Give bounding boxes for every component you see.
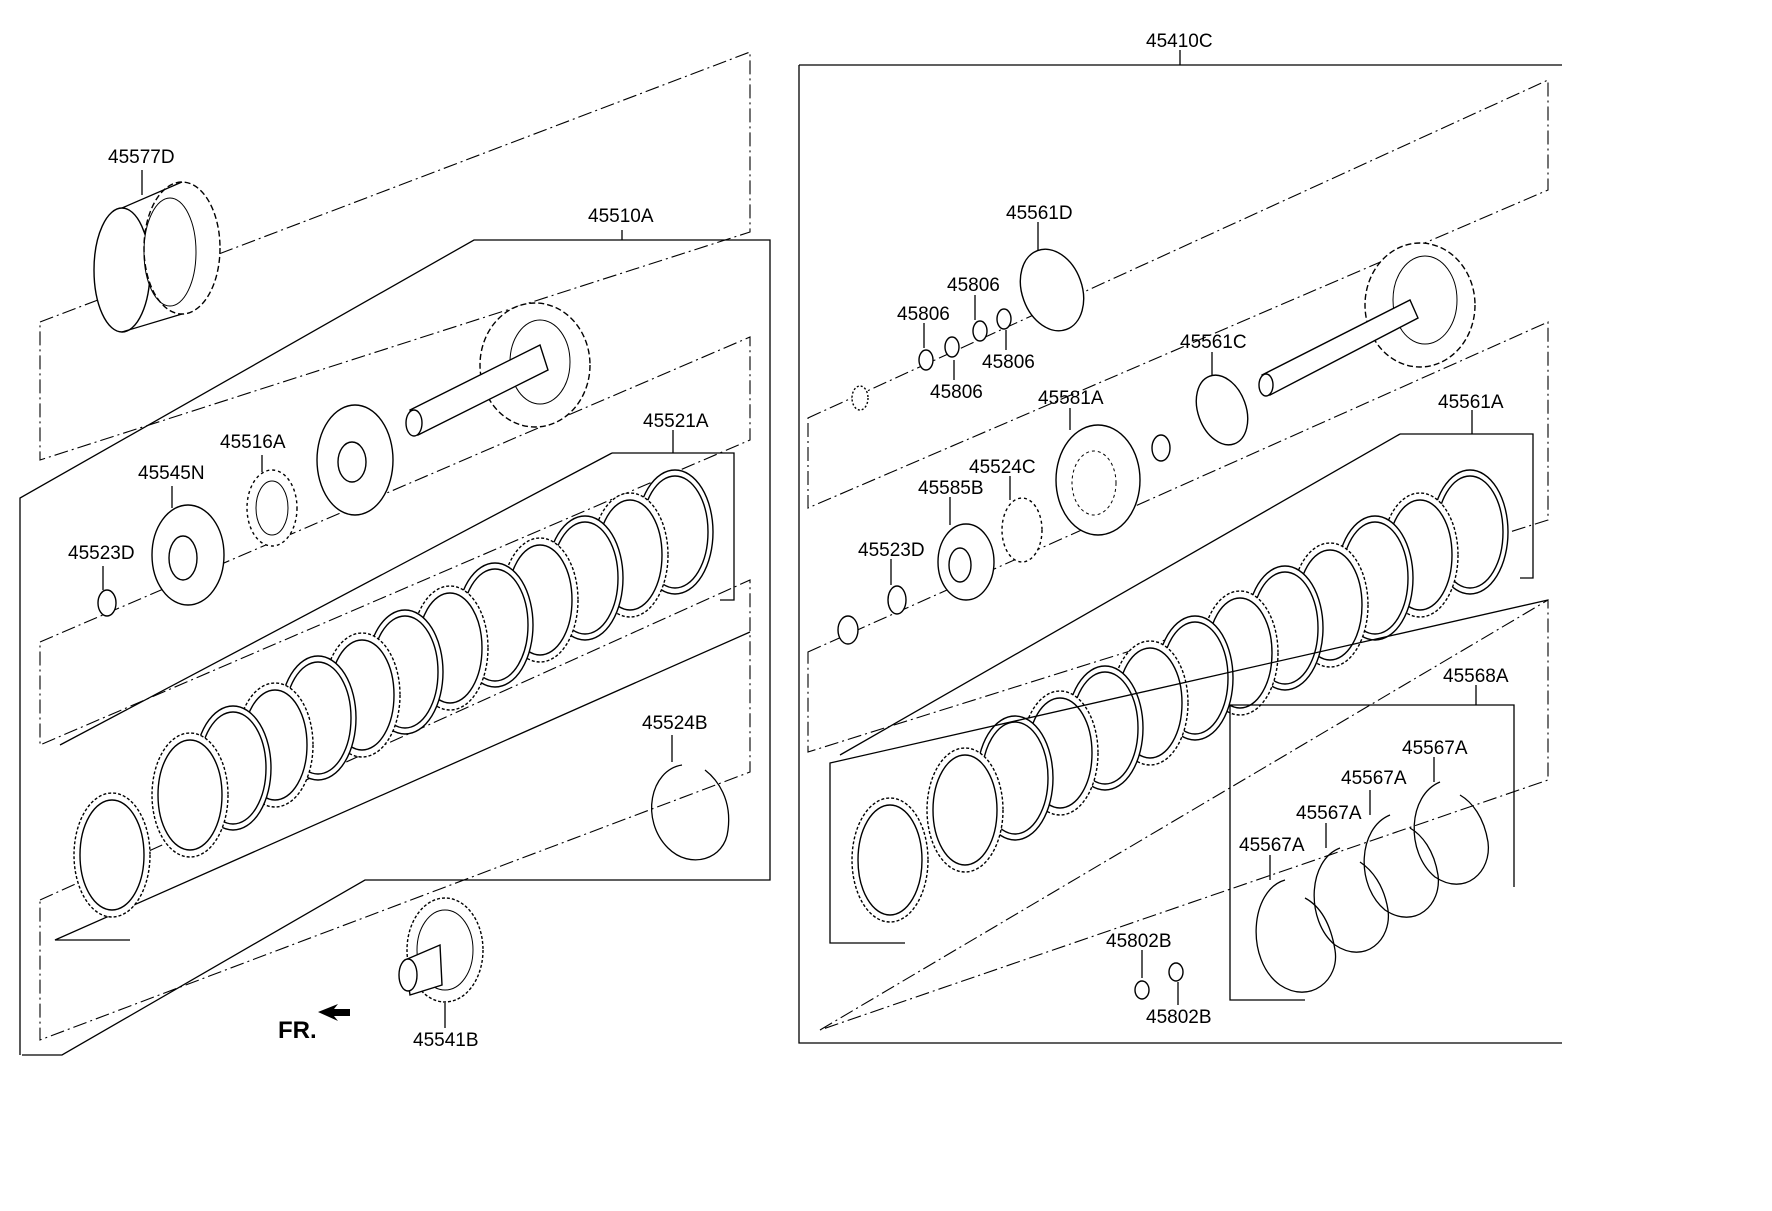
label-45567A-4: 45567A — [1239, 835, 1305, 856]
label-45806-b: 45806 — [897, 304, 950, 325]
hub-disc — [316, 404, 394, 516]
label-45545N: 45545N — [138, 463, 205, 484]
label-45567A-1: 45567A — [1402, 738, 1468, 759]
snap-rings-45567A — [1255, 781, 1489, 993]
label-45510A: 45510A — [588, 206, 654, 227]
label-45802B-2: 45802B — [1146, 1007, 1212, 1028]
drum-shaft-right — [1258, 242, 1476, 397]
label-45523D-right: 45523D — [858, 540, 925, 561]
bearing-45516A — [246, 469, 298, 547]
label-45567A-2: 45567A — [1341, 768, 1407, 789]
ring-45523D-left — [97, 589, 117, 617]
label-45521A: 45521A — [643, 411, 709, 432]
label-45561D: 45561D — [1006, 203, 1073, 224]
label-45516A: 45516A — [220, 432, 286, 453]
right-assembly — [798, 50, 1562, 1044]
label-45410C: 45410C — [1146, 31, 1213, 52]
ring-45561D — [1019, 248, 1085, 332]
label-45523D-left: 45523D — [68, 543, 135, 564]
direction-label: FR. — [278, 1017, 317, 1044]
label-45567A-3: 45567A — [1296, 803, 1362, 824]
piston-45581A — [1055, 424, 1141, 536]
label-45585B: 45585B — [918, 478, 984, 499]
label-45561A: 45561A — [1438, 392, 1504, 413]
label-45581A: 45581A — [1038, 388, 1104, 409]
gear-45541B — [398, 897, 484, 1003]
label-45568A: 45568A — [1443, 666, 1509, 687]
label-45802B-1: 45802B — [1106, 931, 1172, 952]
cover-45545N — [151, 504, 225, 606]
label-45524C: 45524C — [969, 457, 1036, 478]
snap-ring-45524B — [650, 764, 730, 861]
label-45524B: 45524B — [642, 713, 708, 734]
left-assembly — [19, 51, 771, 1056]
cover-45585B — [937, 523, 995, 601]
drum-45577D — [93, 181, 221, 333]
front-arrow-icon — [318, 1004, 350, 1021]
label-45806-d: 45806 — [930, 382, 983, 403]
label-45541B: 45541B — [413, 1030, 479, 1051]
label-45561C: 45561C — [1180, 332, 1247, 353]
shaft-45510A — [405, 302, 591, 437]
label-45806-a: 45806 — [947, 275, 1000, 296]
label-45577D: 45577D — [108, 147, 175, 168]
label-45806-c: 45806 — [982, 352, 1035, 373]
